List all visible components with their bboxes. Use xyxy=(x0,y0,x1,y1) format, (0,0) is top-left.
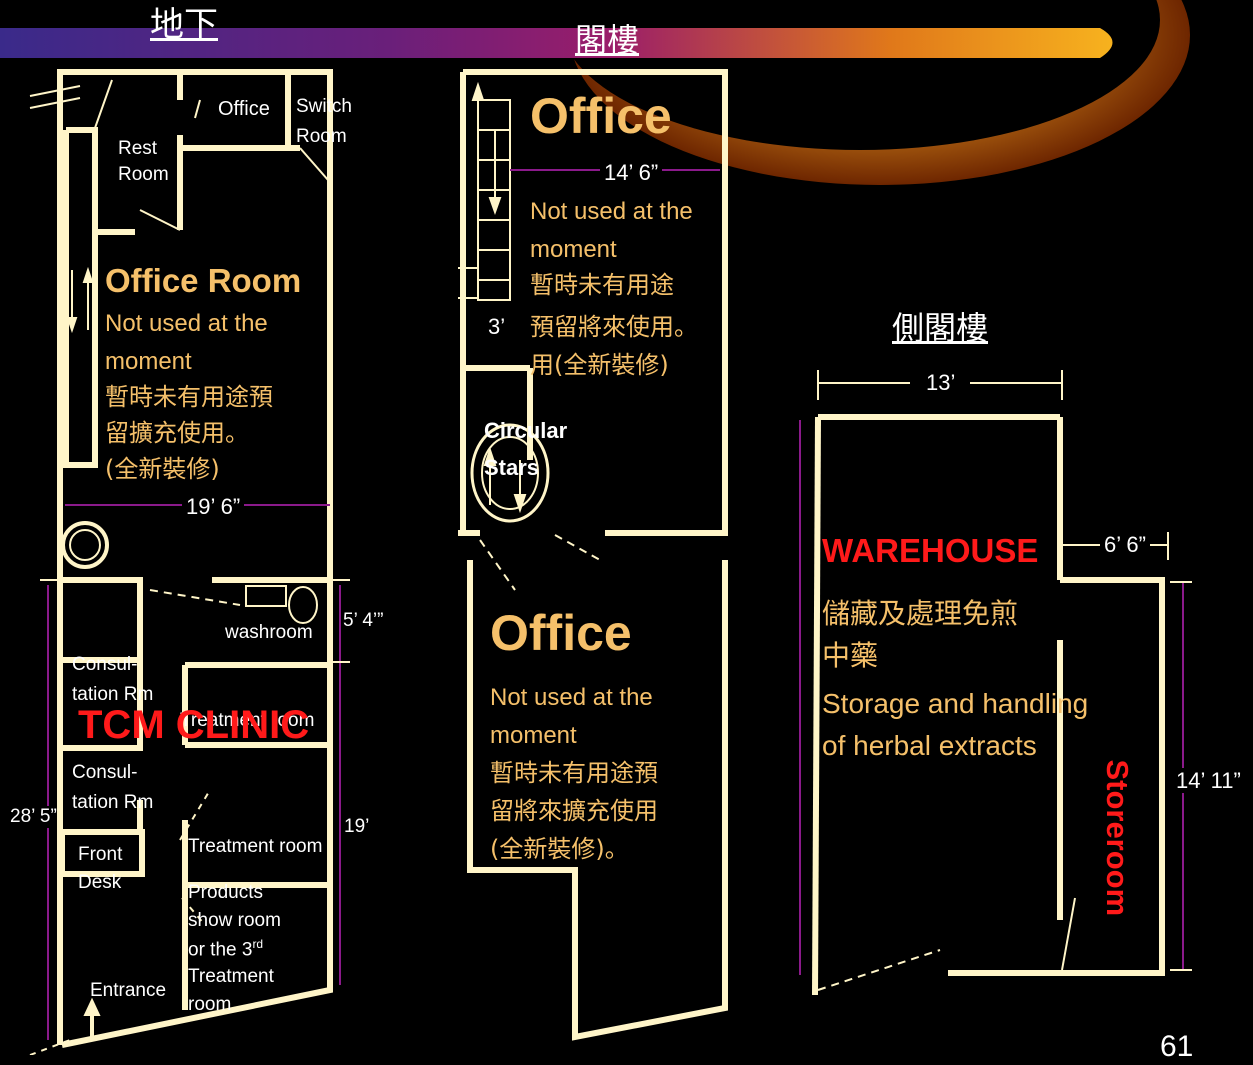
entrance-label: Entrance xyxy=(90,980,167,1001)
treatment-room-1-label: Treatment room xyxy=(180,710,315,731)
dimension-ticks xyxy=(40,370,1192,971)
mezzanine-bottom-desc-5: (全新裝修)。 xyxy=(490,835,629,863)
basement-plan xyxy=(57,69,333,1048)
page-number: 61 xyxy=(1160,1030,1194,1063)
washroom-dimension: 5’ 4’” xyxy=(343,610,384,631)
mezzanine-3ft-dimension: 3’ xyxy=(488,314,506,339)
circular-stairs-label-2: Stars xyxy=(484,455,540,480)
mezzanine-plan xyxy=(458,69,728,1041)
office-room-desc-5: (全新裝修) xyxy=(105,455,220,483)
mezzanine-office-bottom-label: Office xyxy=(490,605,632,661)
products-room-label-3: or the 3rd xyxy=(188,937,264,961)
consultation-room-1-label-2: tation Rm xyxy=(72,684,154,705)
basement-width-dimension: 19’ 6” xyxy=(182,494,245,520)
front-desk-label-2: Desk xyxy=(78,872,122,893)
consultation-room-2-label-2: tation Rm xyxy=(72,792,154,813)
mezzanine-bottom-desc-1: Not used at the xyxy=(490,684,653,711)
products-room-label-2: show room xyxy=(188,910,281,931)
side-depth-dimension: 14’ 11” xyxy=(1176,768,1241,794)
office-room-desc-1: Not used at the xyxy=(105,310,268,337)
products-room-label-1: Products xyxy=(188,882,263,903)
switch-room-label-2: Room xyxy=(296,126,347,147)
side-mezzanine-plan xyxy=(812,414,1165,996)
rest-room-label-1: Rest xyxy=(118,138,158,159)
warehouse-desc-2: 中藥 xyxy=(822,639,879,672)
consultation-room-1-label-1: Consul- xyxy=(72,654,138,675)
switch-room-label-1: Switch xyxy=(296,96,352,117)
basement-title: 地下 xyxy=(150,5,218,45)
mezzanine-bottom-desc-4: 留將來擴充使用 xyxy=(490,797,658,825)
warehouse-desc-3: Storage and handling xyxy=(822,688,1089,719)
basement-office-label: Office xyxy=(218,98,270,120)
mezzanine-office-top-label: Office xyxy=(530,88,672,144)
treatment-room-2-label: Treatment room xyxy=(188,836,323,857)
consultation-room-2-label-1: Consul- xyxy=(72,762,138,783)
mezzanine-width-dimension: 14’ 6” xyxy=(600,160,663,186)
office-room-title: Office Room xyxy=(105,262,302,299)
side-offset-dimension: 6’ 6” xyxy=(1104,532,1146,557)
mezzanine-top-desc-5: 用(全新裝修) xyxy=(530,351,669,379)
storeroom-label: Storeroom xyxy=(1099,759,1135,917)
basement-depth-dimension-left: 28’ 5” xyxy=(10,806,57,828)
products-room-label-5: room xyxy=(188,994,232,1015)
basement-depth-dimension-right: 19’ xyxy=(344,816,370,838)
side-width-dimension: 13’ xyxy=(926,370,956,395)
washroom-label: washroom xyxy=(225,622,313,643)
mezzanine-top-desc-3: 暫時未有用途 xyxy=(530,271,674,299)
mezzanine-bottom-desc-2: moment xyxy=(490,722,577,749)
office-room-desc-3: 暫時未有用途預 xyxy=(105,383,273,411)
warehouse-desc-4: of herbal extracts xyxy=(822,730,1037,761)
mezzanine-stairs xyxy=(458,81,601,591)
office-room-desc-4: 留擴充使用。 xyxy=(105,419,249,447)
warehouse-label: WAREHOUSE xyxy=(822,532,1039,569)
circular-stairs-label-1: Circular xyxy=(484,418,568,443)
front-desk-label-1: Front xyxy=(78,844,123,865)
warehouse-desc-1: 儲藏及處理免煎 xyxy=(822,597,1019,630)
mezzanine-title: 閣樓 xyxy=(575,21,640,59)
tcm-clinic-label: TCM CLINIC xyxy=(78,703,310,747)
mezzanine-bottom-desc-3: 暫時未有用途預 xyxy=(490,759,658,787)
basement-details xyxy=(29,79,329,1055)
mezzanine-top-desc-4: 預留將來使用。 xyxy=(530,313,698,341)
rest-room-label-2: Room xyxy=(118,164,169,185)
products-room-label-4: Treatment xyxy=(188,966,274,987)
side-details xyxy=(817,897,1076,991)
side-mezzanine-title: 側閣樓 xyxy=(892,309,989,347)
mezzanine-top-desc-1: Not used at the xyxy=(530,198,693,225)
office-room-desc-2: moment xyxy=(105,348,192,375)
mezzanine-top-desc-2: moment xyxy=(530,236,617,263)
